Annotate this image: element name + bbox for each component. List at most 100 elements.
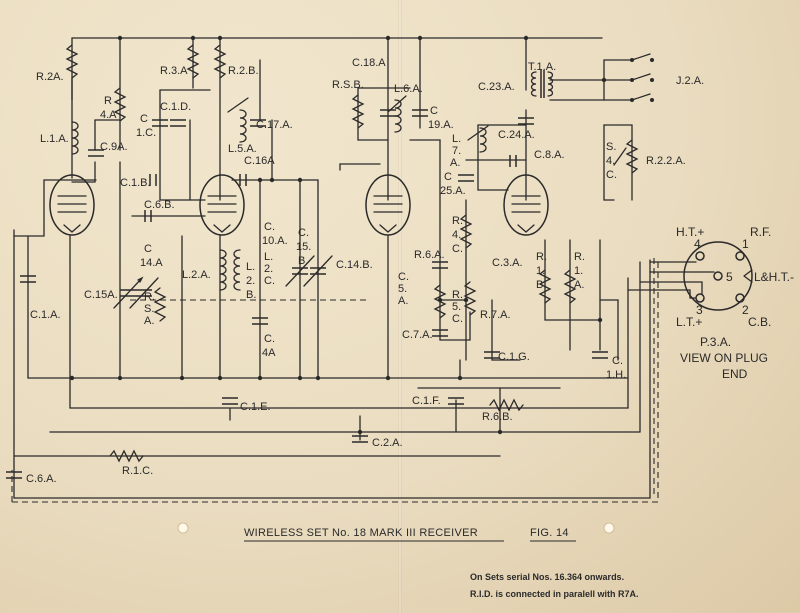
coils — [71, 70, 554, 291]
label-c19a-b: 19.A. — [428, 119, 454, 131]
label-c5a-c: A. — [398, 295, 408, 307]
wiring — [13, 37, 651, 499]
label-r22a: R.2.2.A. — [646, 155, 686, 167]
label-r6b: R.6.B. — [482, 411, 513, 423]
label-rsa: R. — [144, 291, 155, 303]
label-s4c: S. — [606, 141, 616, 153]
label-r5c-c: C. — [452, 313, 463, 325]
resistors — [65, 44, 639, 463]
label-c15b-c: B. — [298, 255, 308, 267]
label-c19a: C — [430, 105, 438, 117]
label-c1g: C.1.G. — [498, 351, 530, 363]
screen-lead — [11, 258, 659, 503]
label-c25a-b: 25.A. — [440, 185, 466, 197]
plug-pin4: 4 — [694, 237, 701, 251]
label-c15a: C.15A. — [84, 289, 118, 301]
label-c5a-b: 5. — [398, 283, 407, 295]
plug-pin5: 5 — [726, 270, 733, 284]
label-j2a: J.2.A. — [676, 75, 704, 87]
label-c2a: C.2.A. — [372, 437, 403, 449]
valve-v1c — [365, 174, 411, 236]
label-r1a: R. — [574, 251, 585, 263]
caption-title: WIRELESS SET No. 18 MARK III RECEIVER — [244, 527, 478, 539]
label-r1b-c: B. — [536, 279, 546, 291]
label-r1a-c: A. — [574, 279, 584, 291]
label-r2b: R.2.B. — [228, 65, 259, 77]
label-c6a: C.6.A. — [26, 473, 57, 485]
switches — [613, 53, 654, 166]
label-c10a-e: C. — [264, 275, 275, 287]
punch-hole — [603, 522, 615, 534]
label-c1b: C.1.B. — [120, 177, 151, 189]
plug-pin3: 3 — [696, 303, 703, 317]
label-rsa-b: S. — [144, 303, 154, 315]
label-r1b-b: 1. — [536, 265, 545, 277]
label-r3a: R.3.A — [160, 65, 188, 77]
label-c10a-c: L. — [264, 251, 273, 263]
label-c14a: C — [144, 243, 152, 255]
valve-v1b — [199, 174, 245, 236]
valve-v2a — [503, 174, 549, 236]
label-c1a: C.1.A. — [30, 309, 61, 321]
label-c10a: C. — [264, 221, 275, 233]
label-l6a: L.6.A. — [394, 83, 423, 95]
label-c8a: C.8.A. — [534, 149, 565, 161]
label-c4a-b: 4A — [262, 347, 276, 359]
label-c1c: C — [140, 113, 148, 125]
label-c7a: C.7.A. — [402, 329, 433, 341]
label-r1a-b: 1. — [574, 265, 583, 277]
label-c14b: C.14.B. — [336, 259, 373, 271]
label-c4a: C. — [264, 333, 275, 345]
plug-pin1: 1 — [742, 237, 749, 251]
footnote-line2: R.I.D. is connected in paralell with R7A… — [470, 589, 639, 599]
punch-hole — [177, 522, 189, 534]
label-c15b-b: 15. — [296, 241, 311, 253]
label-c1h: C. — [612, 355, 623, 367]
junctions — [69, 35, 607, 435]
label-c1d: C.1.D. — [160, 101, 191, 113]
label-l7a: L. — [452, 133, 461, 145]
label-c15b: C. — [298, 227, 309, 239]
label-l5a: L.5.A. — [228, 143, 257, 155]
plug-cb-label: C.B. — [748, 315, 771, 329]
component-labels: R.2A. R 4.A L.1.A. C.9A. R.3.A R.2.B. C.… — [26, 57, 704, 485]
plug-view-line1: VIEW ON PLUG — [680, 351, 768, 365]
label-c5a: C. — [398, 271, 409, 283]
plug-ht-label: H.T.+ — [676, 225, 704, 239]
plug-view-line2: END — [722, 367, 748, 381]
plug-labels: H.T.+ R.F. 4 1 5 L&H.T.- 3 2 L.T.+ C.B. … — [676, 225, 794, 381]
label-c9a: C.9A. — [100, 141, 128, 153]
label-c18a: C.18.A — [352, 57, 386, 69]
label-r5c: R. — [452, 289, 463, 301]
label-c25a: C — [444, 171, 452, 183]
label-r1c: R.1.C. — [122, 465, 153, 477]
label-l7a-b: 7. — [452, 145, 461, 157]
footnote-line1: On Sets serial Nos. 16.364 onwards. — [470, 572, 624, 582]
label-c14a-b: 14.A — [140, 257, 163, 269]
label-c6b: C.6.B. — [144, 199, 175, 211]
label-r4a: R — [104, 95, 112, 107]
capacitors — [6, 109, 608, 479]
label-l7a-c: A. — [450, 157, 460, 169]
caption-fig: FIG. 14 — [530, 527, 569, 539]
label-c16a: C.16A — [244, 155, 275, 167]
label-s4c-b: 4. — [606, 155, 615, 167]
label-c10a-b: 10.A. — [262, 235, 288, 247]
label-r7a: R.7.A. — [480, 309, 511, 321]
plug-p3a — [627, 241, 753, 311]
label-r2a: R.2A. — [36, 71, 64, 83]
label-s4c-c: C. — [606, 169, 617, 181]
label-l2b-c: B. — [246, 289, 256, 301]
label-c17a: C.17.A. — [256, 119, 293, 131]
label-r4c-b: 4. — [452, 229, 461, 241]
label-c24a: C.24.A. — [498, 129, 535, 141]
label-c1c-b: 1.C. — [136, 127, 156, 139]
plug-rf-label: R.F. — [750, 225, 771, 239]
label-r1b: R. — [536, 251, 547, 263]
label-r5c-b: 5. — [452, 301, 461, 313]
label-r5b: R.S.B. — [332, 79, 364, 91]
plug-lt-label: L.T.+ — [676, 315, 702, 329]
label-r4c: R. — [452, 215, 463, 227]
